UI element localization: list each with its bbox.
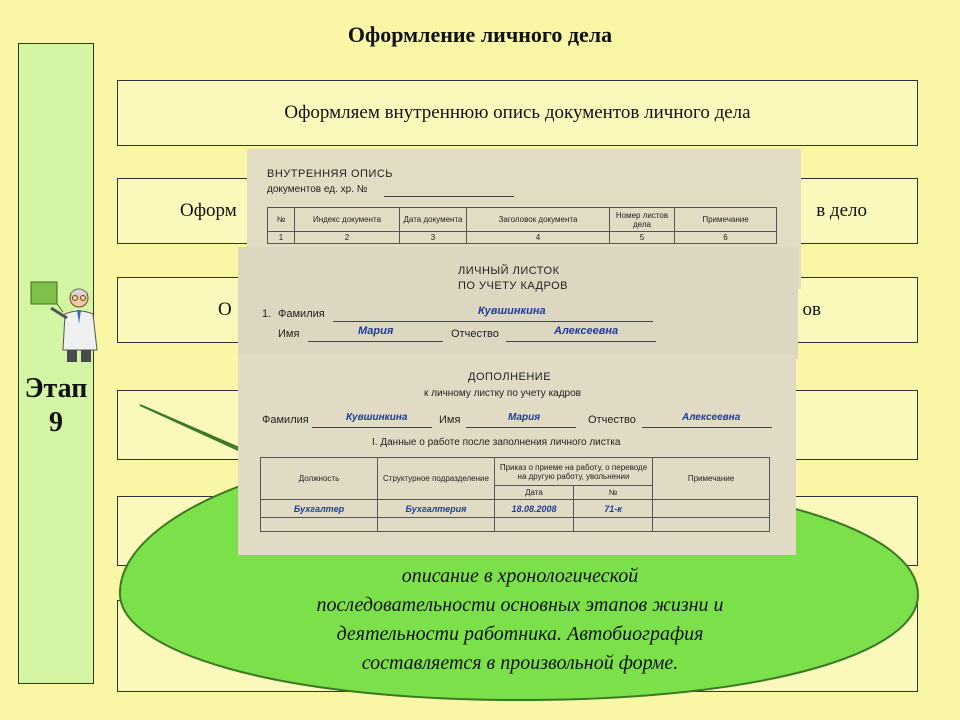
supp-table: Должность Структурное подразделение Прик… xyxy=(260,457,770,532)
inventory-header-cell: № xyxy=(267,207,295,232)
card-title-2: ПО УЧЕТУ КАДРОВ xyxy=(458,280,568,292)
card-surname-value: Кувшинкина xyxy=(478,305,546,317)
card-surname-line xyxy=(333,321,653,322)
supp-name-line xyxy=(466,427,576,428)
inventory-number-cell: 6 xyxy=(674,231,777,244)
supp-empty-cell xyxy=(260,517,378,532)
step-1-text: Оформляем внутреннюю опись документов ли… xyxy=(284,102,751,123)
supp-surname-line xyxy=(312,427,432,428)
supp-empty-cell xyxy=(573,517,653,532)
callout-line-3: деятельности работника. Автобиография xyxy=(336,623,704,645)
inventory-header-cell: Примечание xyxy=(674,207,777,232)
supp-cell-note xyxy=(652,499,770,518)
card-patronymic-line xyxy=(506,341,656,342)
supp-name-label: Имя xyxy=(439,414,461,426)
supp-empty-cell xyxy=(494,517,574,532)
supp-title-2: к личному листку по учету кадров xyxy=(424,388,581,399)
callout-line-4: составляется в произвольной форме. xyxy=(361,652,679,674)
supp-header-order: Приказ о приеме на работу, о переводе на… xyxy=(494,457,653,486)
supp-patronymic-label: Отчество xyxy=(588,414,636,426)
card-surname-label: Фамилия xyxy=(278,308,325,320)
step-2-text-right: в дело xyxy=(816,200,867,221)
supp-patronymic-line xyxy=(642,427,772,428)
supp-header-position: Должность xyxy=(260,457,378,500)
inventory-number-cell: 5 xyxy=(609,231,675,244)
card-patronymic-label: Отчество xyxy=(451,328,499,340)
inventory-header-cell: Индекс документа xyxy=(294,207,400,232)
callout-line-2: последовательности основных этапов жизни… xyxy=(316,594,724,616)
stage-word: Этап xyxy=(24,373,88,404)
card-name-line xyxy=(308,341,443,342)
supp-surname-label: Фамилия xyxy=(262,414,309,426)
callout-line-1: описание в хронологической xyxy=(401,565,639,587)
inventory-header-cell: Заголовок документа xyxy=(466,207,610,232)
supp-header-note: Примечание xyxy=(652,457,770,500)
supp-cell-number: 71-к xyxy=(573,499,653,518)
supp-surname-value: Кувшинкина xyxy=(346,412,408,423)
step-3-text-left: О xyxy=(218,299,232,320)
stage-column: Этап 9 xyxy=(18,43,98,684)
personal-card-form-image: ЛИЧНЫЙ ЛИСТОК ПО УЧЕТУ КАДРОВ 1. Фамилия… xyxy=(238,247,798,359)
supp-name-value: Мария xyxy=(508,412,541,423)
card-title-1: ЛИЧНЫЙ ЛИСТОК xyxy=(458,265,560,277)
inventory-header-cell: Дата документа xyxy=(399,207,467,232)
teacher-icon xyxy=(30,281,98,362)
supp-patronymic-value: Алексеевна xyxy=(682,412,741,423)
supplement-form-image: ДОПОЛНЕНИЕ к личному листку по учету кад… xyxy=(238,355,796,555)
inventory-table: № Индекс документа Дата документа Заголо… xyxy=(267,207,777,244)
inventory-number-cell: 1 xyxy=(267,231,295,244)
supp-header-number: № xyxy=(573,485,653,500)
card-item-number: 1. xyxy=(262,308,272,320)
card-name-label: Имя xyxy=(278,328,300,340)
inventory-number-line xyxy=(384,196,514,197)
inventory-title: ВНУТРЕННЯЯ ОПИСЬ xyxy=(267,168,394,180)
inventory-number-cell: 4 xyxy=(466,231,610,244)
stage-label: Этап 9 xyxy=(19,372,93,440)
supp-cell-position: Бухгалтер xyxy=(260,499,378,518)
step-2-text-left: Оформ xyxy=(180,200,237,221)
step-3-text-right: ов xyxy=(802,299,821,320)
card-patronymic-value: Алексеевна xyxy=(554,325,619,337)
supp-section-title: I. Данные о работе после заполнения личн… xyxy=(372,437,621,448)
stage-number: 9 xyxy=(49,407,63,438)
step-box-1: Оформляем внутреннюю опись документов ли… xyxy=(117,80,918,146)
card-name-value: Мария xyxy=(358,325,394,337)
inventory-number-cell: 2 xyxy=(294,231,400,244)
supp-cell-department: Бухгалтерия xyxy=(377,499,495,518)
supp-empty-cell xyxy=(377,517,495,532)
inventory-header-cell: Номер листов дела xyxy=(609,207,675,232)
slide-title: Оформление личного дела xyxy=(347,22,613,47)
supp-cell-date: 18.08.2008 xyxy=(494,499,574,518)
inventory-number-cell: 3 xyxy=(399,231,467,244)
supp-title-1: ДОПОЛНЕНИЕ xyxy=(468,371,552,383)
supp-header-date: Дата xyxy=(494,485,574,500)
supp-empty-cell xyxy=(652,517,770,532)
callout-text: описание в хронологической последователь… xyxy=(210,562,830,678)
supp-header-department: Структурное подразделение xyxy=(377,457,495,500)
inventory-subtitle: документов ед. хр. № xyxy=(267,184,368,195)
